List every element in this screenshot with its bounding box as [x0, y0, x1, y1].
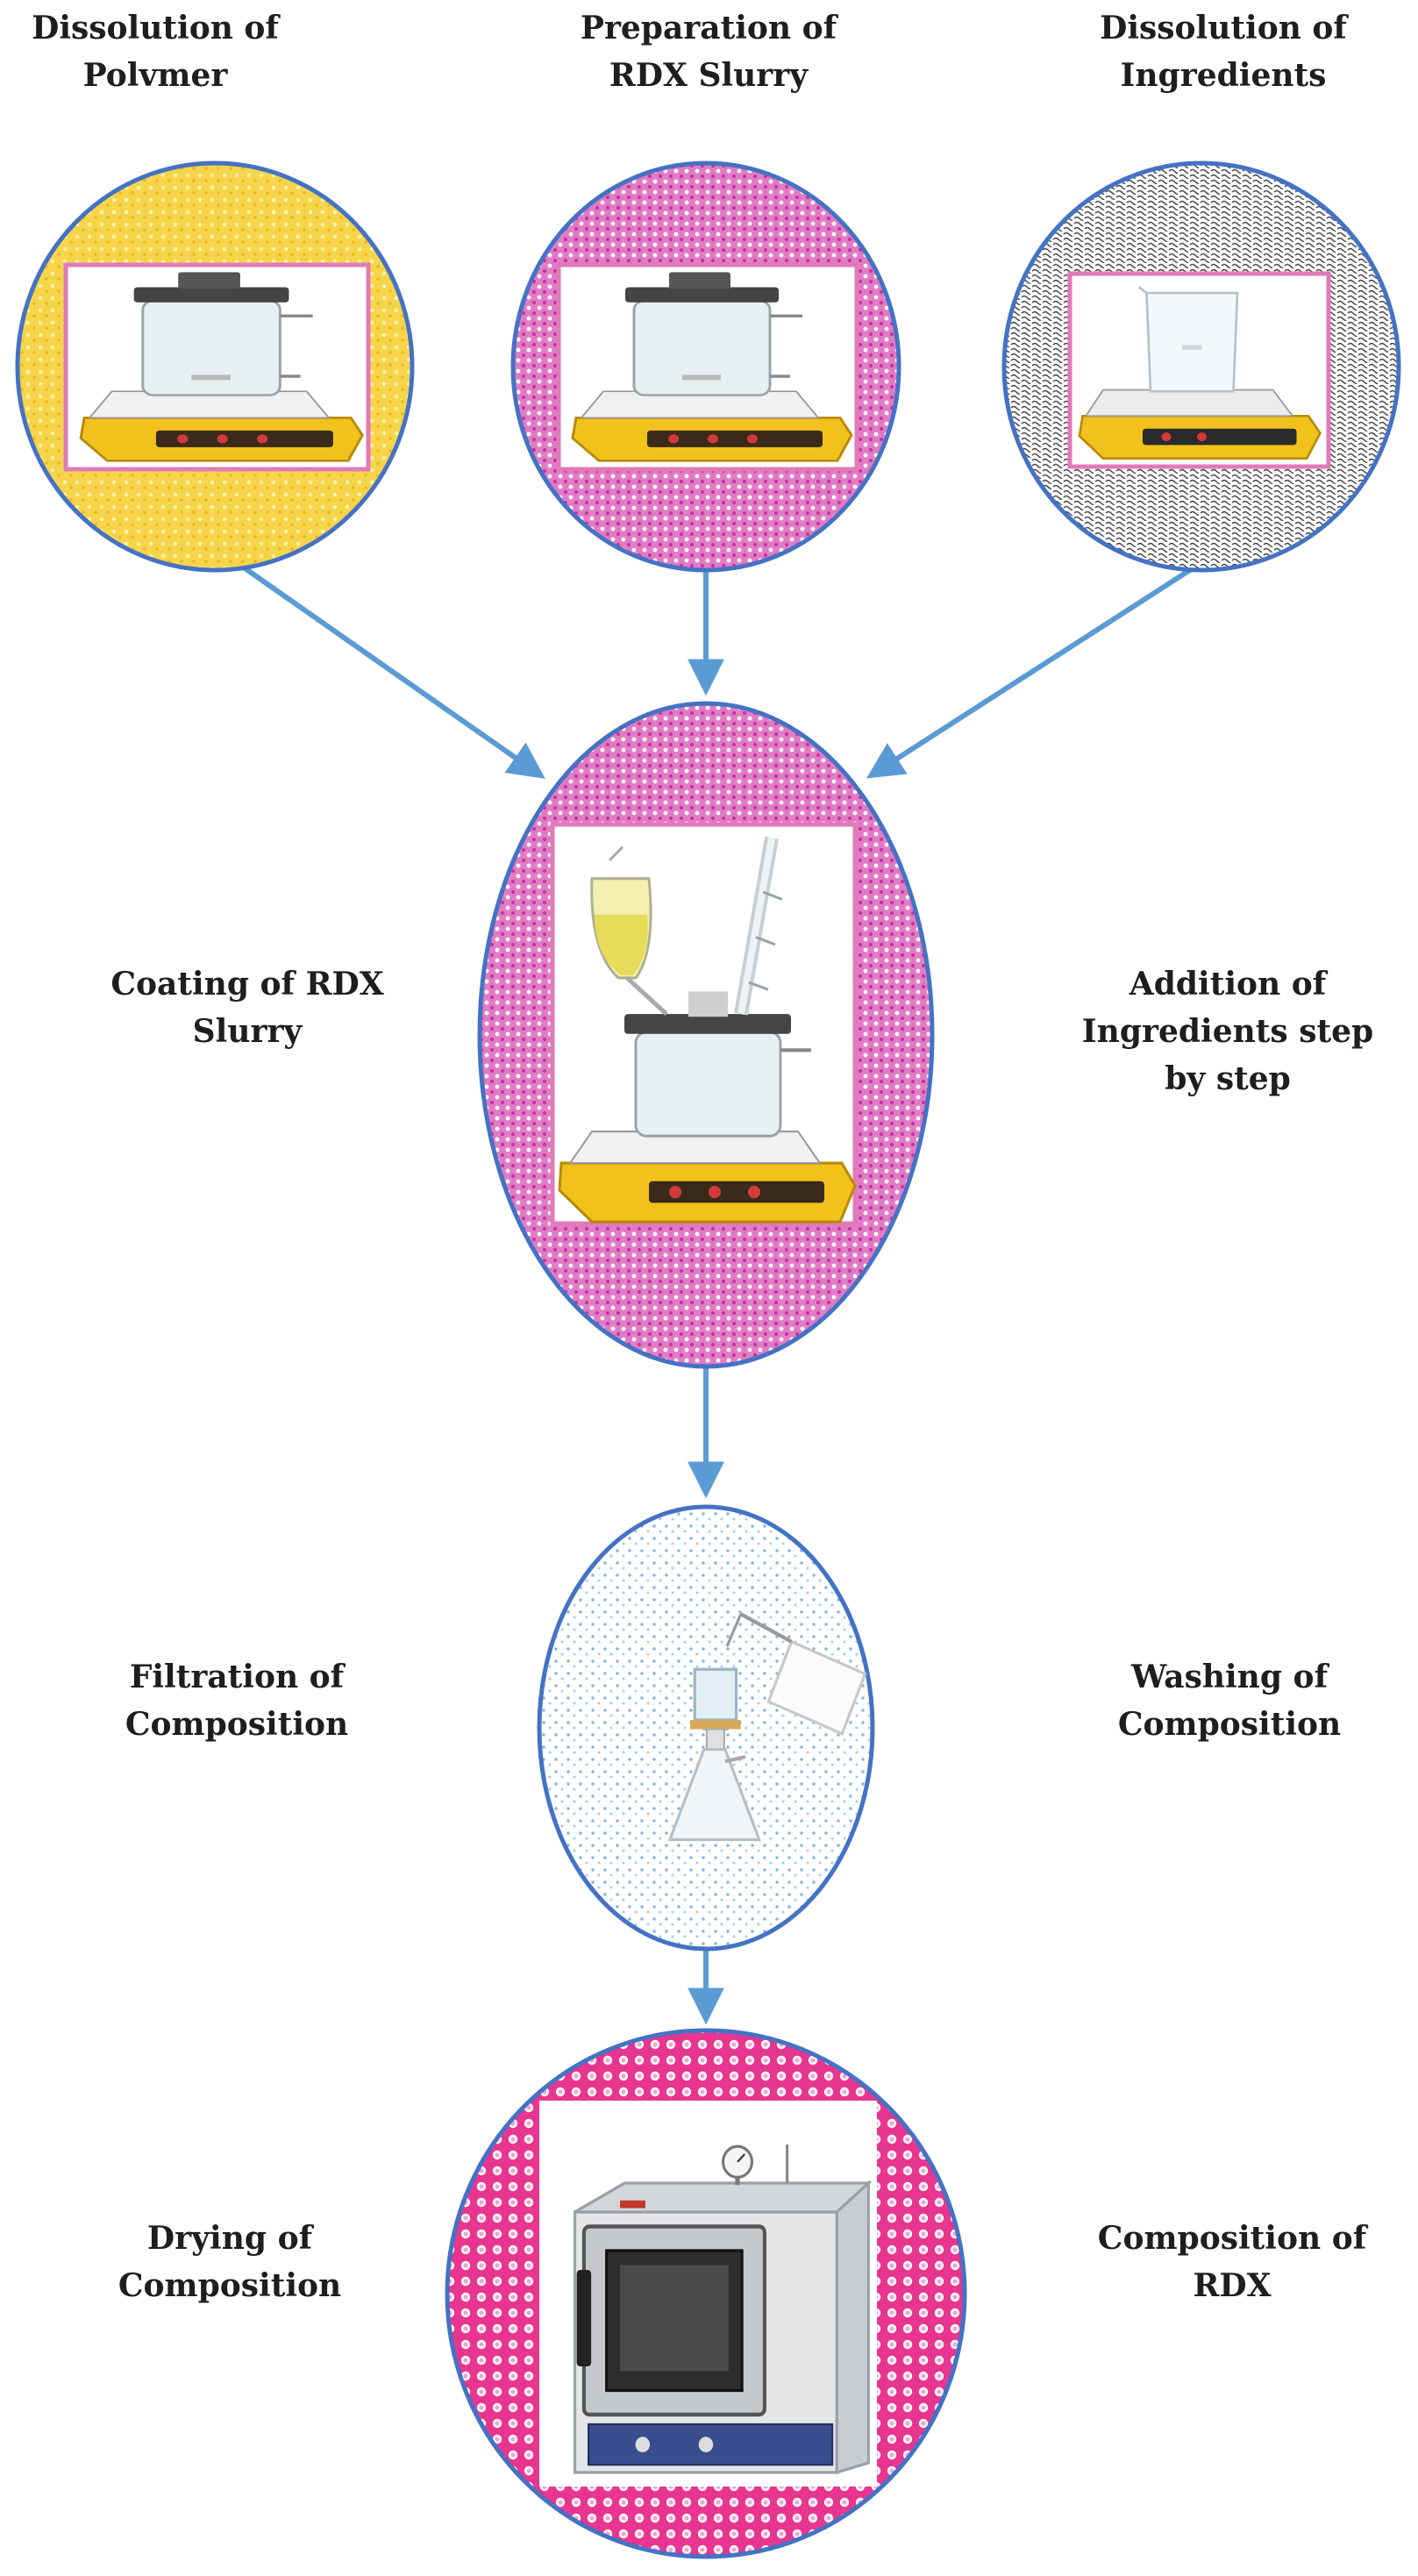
label-line: Preparation of [580, 10, 837, 46]
label-line: Composition of [1097, 2220, 1367, 2257]
label-line: Slurry [192, 1013, 303, 1050]
label-line: Composition [125, 1706, 349, 1743]
label-line: Filtration of [129, 1659, 345, 1695]
label-preparation-of-rdx-slurry: Preparation of RDX Slurry [581, 4, 837, 99]
label-drying-of-composition: Drying of Composition [118, 2215, 341, 2309]
label-line: Dissolution of [32, 10, 279, 46]
label-line: Coating of RDX [110, 966, 384, 1003]
label-line: Addition of [1129, 966, 1327, 1003]
node-drying [445, 2028, 967, 2559]
label-line: Composition [118, 2267, 342, 2304]
label-dissolution-of-ingredients: Dissolution of Ingredients [1100, 4, 1347, 99]
node-slurry [510, 161, 901, 573]
label-composition-of-rdx: Composition of RDX [1098, 2215, 1366, 2309]
label-washing-of-composition: Washing of Composition [1118, 1653, 1341, 1748]
label-line: Ingredients step [1081, 1013, 1374, 1050]
vacuum-oven-icon [575, 2144, 869, 2473]
label-addition-of-ingredients: Addition of Ingredients step by step [1082, 960, 1373, 1102]
arrow-polymer-to-coating [239, 563, 545, 779]
label-line: Drying of [146, 2220, 313, 2257]
label-coating-of-rdx-slurry: Coating of RDX Slurry [110, 960, 383, 1055]
node-filtration [537, 1504, 875, 1952]
label-line: by step [1165, 1060, 1291, 1097]
label-dissolution-of-polymer: Dissolution of Polvmer [32, 4, 279, 99]
label-line: Composition [1117, 1706, 1342, 1743]
node-polymer [15, 161, 415, 573]
node-ingredients [1001, 161, 1401, 573]
label-line: RDX Slurry [609, 57, 809, 94]
label-filtration-of-composition: Filtration of Composition [125, 1653, 348, 1748]
label-line: RDX [1193, 2267, 1272, 2304]
label-line: Ingredients [1120, 57, 1327, 94]
label-line: Dissolution of [1100, 10, 1347, 46]
node-coating [477, 701, 935, 1369]
arrow-ingredients-to-coating [866, 566, 1194, 779]
label-line: Washing of [1130, 1659, 1329, 1695]
label-line: Polvmer [82, 57, 228, 94]
